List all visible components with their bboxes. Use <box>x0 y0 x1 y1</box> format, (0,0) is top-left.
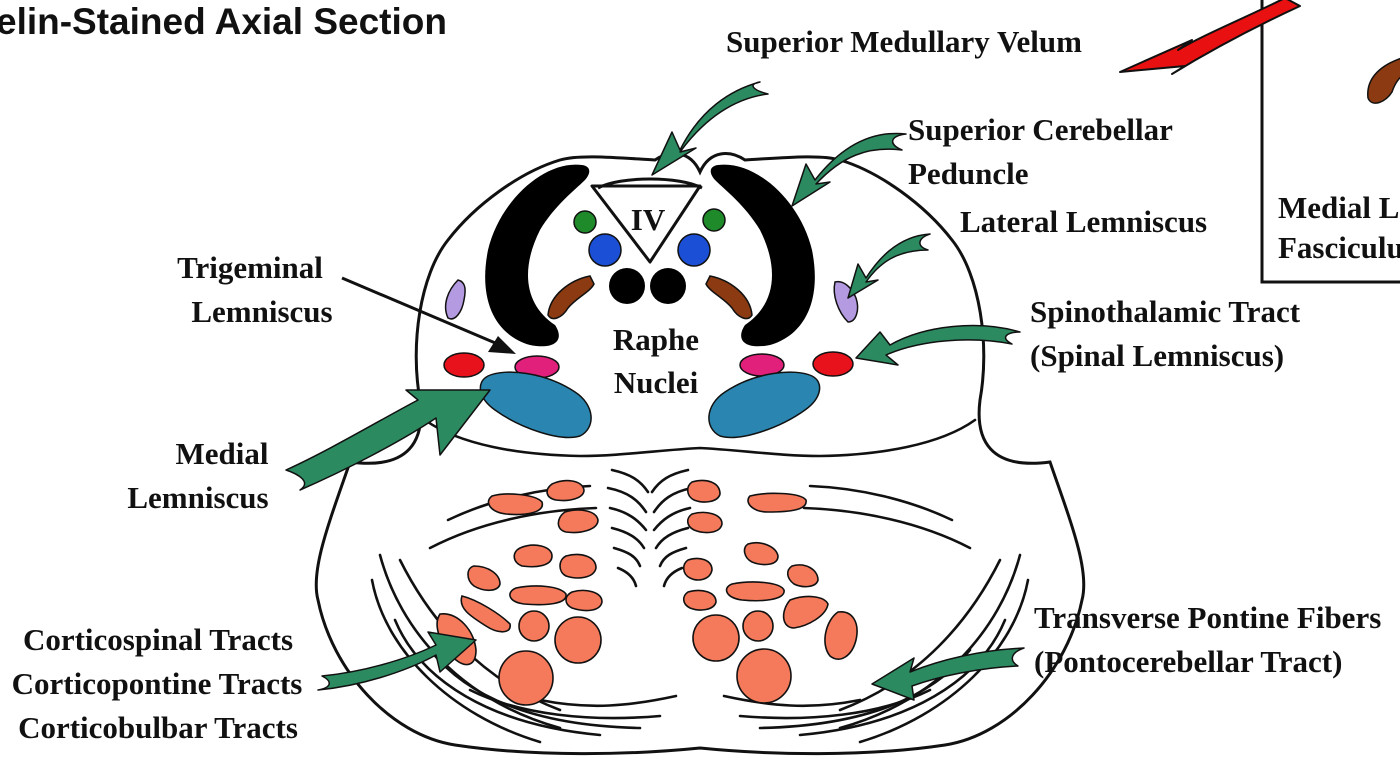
label-superior-medullary-velum: Superior Medullary Velum <box>726 24 1082 59</box>
arrow-lateral-lemniscus <box>847 233 931 299</box>
left-black-nucleus <box>609 268 645 304</box>
raphe-label-line2: Nuclei <box>614 365 699 400</box>
arrow-spinothalamic-tract <box>855 324 1021 366</box>
left-superior-cerebellar-peduncle <box>485 164 590 347</box>
left-medial-lemniscus <box>479 371 592 439</box>
left-lateral-lemniscus <box>444 279 466 320</box>
arrow-superior-medullary-velum <box>651 81 769 176</box>
inset-label-line2: Fasciculu <box>1278 230 1400 265</box>
tegmentum-boundary <box>423 418 977 458</box>
diagram-title: elin-Stained Axial Section <box>0 1 447 42</box>
label-medial-lemniscus-line1: Medial <box>176 436 269 471</box>
label-corticobulbar-tracts: Corticobulbar Tracts <box>18 710 298 745</box>
inset-panel: Medial L Fasciculu <box>1260 0 1400 284</box>
left-blue-nucleus <box>588 233 622 267</box>
right-green-nucleus <box>702 208 726 232</box>
label-corticospinal-tracts: Corticospinal Tracts <box>23 622 293 657</box>
fourth-ventricle-label: IV <box>631 202 666 237</box>
label-lateral-lemniscus: Lateral Lemniscus <box>960 204 1207 239</box>
arrow-medial-lemniscus <box>285 389 491 491</box>
left-spinothalamic-tract <box>443 352 485 378</box>
inset-label-line1: Medial L <box>1278 190 1399 225</box>
label-superior-cerebellar-peduncle-line2: Peduncle <box>908 156 1029 191</box>
arrow-corticospinal-tracts <box>317 631 477 691</box>
label-corticopontine-tracts: Corticopontine Tracts <box>12 666 303 701</box>
inset-border <box>1260 0 1400 284</box>
label-medial-lemniscus-line2: Lemniscus <box>127 480 268 515</box>
raphe-label-line1: Raphe <box>613 322 699 357</box>
corticospinal-bundles <box>436 479 858 706</box>
left-green-nucleus <box>573 210 597 234</box>
left-brown-tract <box>547 275 595 320</box>
arrow-superior-cerebellar-peduncle <box>791 132 907 207</box>
red-arrow <box>1119 0 1301 75</box>
right-spinothalamic-tract <box>812 351 854 377</box>
right-superior-cerebellar-peduncle <box>710 164 815 347</box>
right-medial-lemniscus <box>708 371 821 439</box>
label-spinothalamic-tract-line1: Spinothalamic Tract <box>1030 294 1301 329</box>
label-trigeminal-lemniscus-line2: Lemniscus <box>191 294 332 329</box>
label-transverse-pontine-fibers-line2: (Pontocerebellar Tract) <box>1034 644 1342 679</box>
label-transverse-pontine-fibers-line1: Transverse Pontine Fibers <box>1034 600 1381 635</box>
label-spinothalamic-tract-line2: (Spinal Lemniscus) <box>1030 338 1284 373</box>
right-brown-tract <box>705 275 753 320</box>
right-blue-nucleus <box>677 233 711 267</box>
right-black-nucleus <box>650 268 686 304</box>
label-trigeminal-lemniscus-line1: Trigeminal <box>177 250 323 285</box>
fourth-ventricle <box>590 184 702 264</box>
inset-brown-tract <box>1367 57 1400 104</box>
arrow-transverse-pontine-fibers <box>871 647 1025 701</box>
superior-medullary-velum <box>597 177 703 190</box>
trigeminal-pointer-arrow <box>341 276 516 354</box>
label-superior-cerebellar-peduncle-line1: Superior Cerebellar <box>908 112 1173 147</box>
